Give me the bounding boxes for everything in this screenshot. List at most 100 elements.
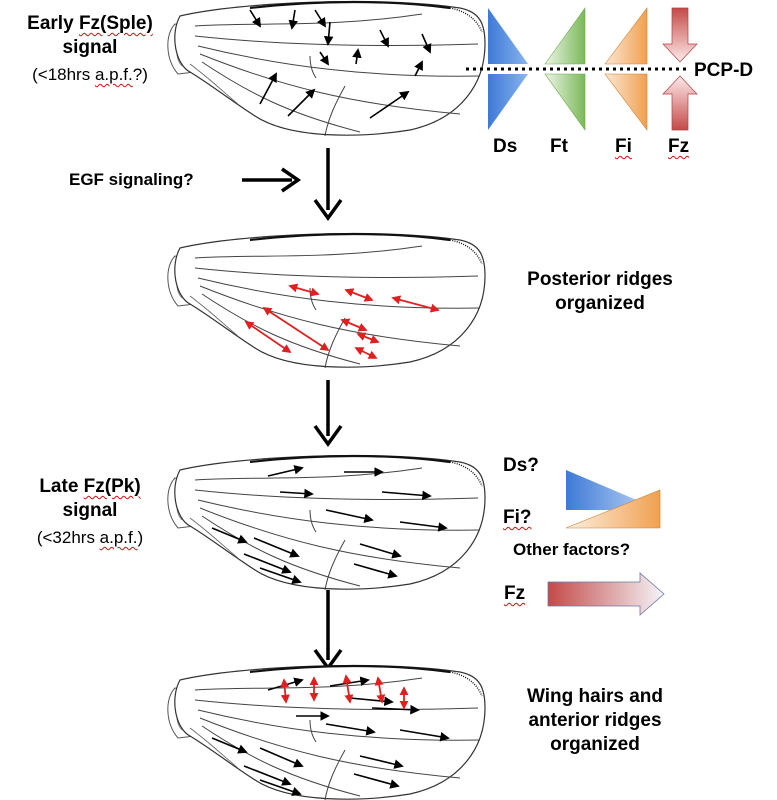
posterior-ridges-line1: Posterior ridges: [527, 269, 673, 290]
wing-hairs-label: Wing hairs and anterior ridges organized: [480, 685, 710, 757]
other-factors-label: Other factors?: [513, 540, 631, 559]
hair-arrow-icon: [288, 9, 298, 30]
wing-stage4: [166, 664, 487, 800]
fz-gradient-label: Fz: [668, 136, 690, 157]
wing-stage3: [166, 454, 487, 592]
flow-arrow-1-head-icon: [313, 198, 343, 221]
fz-gradient-arrows: [662, 7, 698, 131]
red-double-arrow-icon: [391, 295, 440, 313]
early-signal-word: signal: [62, 37, 118, 58]
hair-arrow-icon: [371, 704, 420, 715]
hair-arrow-icon: [259, 72, 277, 105]
wing-stage2: [166, 232, 487, 370]
hair-arrow-icon: [314, 9, 327, 28]
hair-arrow-icon: [211, 527, 248, 544]
wing-hairs-line3: organized: [550, 734, 640, 755]
red-double-arrow-icon: [288, 283, 320, 297]
early-signal-label: Early Fz(Sple) signal: [0, 12, 180, 60]
ds-gradient-label: Ds: [493, 136, 518, 157]
wing-outline-icon: [166, 232, 487, 370]
ft-gradient-label: Ft: [550, 136, 568, 157]
red-double-arrow-icon: [340, 318, 368, 332]
early-time-suffix: ?): [132, 65, 148, 84]
fi-question-text: Fi?: [503, 507, 532, 528]
late-gene-name: Fz(Pk): [83, 476, 141, 497]
hair-arrow-icon: [381, 490, 432, 501]
fi-triangle-top-icon: [604, 7, 648, 65]
red-double-arrow-icon: [280, 678, 290, 704]
fz-late-arrow-icon: [547, 572, 665, 616]
hair-arrow-icon: [325, 723, 376, 736]
ft-gradient-triangles: [544, 7, 586, 131]
red-double-arrow-icon: [344, 288, 374, 302]
hair-arrow-icon: [325, 509, 374, 524]
hair-arrow-icon: [359, 543, 402, 559]
wing-outline-icon: [166, 664, 487, 800]
hair-arrow-icon: [353, 773, 400, 789]
hair-arrow-icon: [353, 563, 398, 579]
hair-arrow-icon: [319, 51, 330, 66]
late-time-prefix: (<32hrs: [36, 528, 100, 547]
hair-arrows-stage3: [211, 465, 448, 584]
hair-arrow-icon: [414, 60, 423, 77]
late-signal-label: Late Fz(Pk) signal: [0, 475, 180, 523]
hair-arrow-icon: [379, 29, 389, 48]
red-double-arrow-icon: [342, 674, 354, 704]
ds-gradient-triangles: [488, 8, 528, 130]
ds-question-label: Ds?: [503, 455, 539, 476]
hair-arrow-icon: [211, 737, 248, 754]
red-double-arrow-icon: [356, 332, 380, 344]
fi-question-label: Fi?: [503, 507, 532, 529]
wing-outline-icon: [166, 0, 487, 138]
hair-arrow-icon: [399, 521, 448, 532]
hair-arrow-icon: [287, 88, 316, 117]
hair-arrow-icon: [249, 9, 262, 28]
hair-arrow-icon: [253, 537, 300, 558]
egf-signaling-label: EGF signaling?: [69, 170, 194, 189]
fi-gradient-label: Fi: [615, 136, 632, 157]
hair-arrows-stage1: [249, 9, 432, 119]
hair-arrow-icon: [259, 747, 304, 768]
ft-triangle-bottom-icon: [544, 73, 586, 131]
pcp-d-label: PCP-D: [694, 60, 754, 81]
fz-down-arrow-icon: [662, 7, 698, 63]
early-gene-name: Fz(Sple): [78, 13, 153, 34]
early-title-prefix: Early: [27, 13, 79, 34]
flow-arrow-2-head-icon: [313, 424, 343, 447]
red-double-arrow-icon: [262, 307, 330, 351]
late-title-prefix: Late: [39, 476, 84, 497]
wing-outline-icon: [166, 454, 487, 592]
egf-arrow-head-icon: [281, 167, 302, 193]
hair-arrow-icon: [359, 755, 404, 769]
ft-triangle-top-icon: [544, 7, 586, 65]
hair-arrow-icon: [421, 33, 432, 54]
hair-arrow-icon: [352, 48, 362, 65]
late-time-suffix: ): [137, 528, 144, 547]
ridge-arrows-stage4: [280, 674, 409, 710]
hair-arrow-icon: [323, 21, 334, 46]
wing-hairs-line2: anterior ridges: [528, 710, 662, 731]
late-time-unit: a.p.f.: [99, 528, 138, 547]
ridge-arrows-stage2: [244, 283, 440, 359]
early-time-prefix: (<18hrs: [32, 65, 95, 84]
fi-triangle-bottom-icon: [604, 73, 648, 131]
late-time-label: (<32hrs a.p.f.): [0, 527, 180, 549]
hair-arrow-icon: [243, 765, 292, 786]
posterior-ridges-label: Posterior ridges organized: [495, 268, 705, 316]
ds-triangle-bottom-icon: [488, 74, 528, 130]
early-time-unit: a.p.f.: [94, 65, 133, 84]
fz-late-label: Fz: [504, 583, 526, 604]
ds-triangle-top-icon: [488, 8, 528, 64]
hair-arrow-icon: [369, 90, 410, 119]
red-double-arrow-icon: [374, 676, 386, 704]
hair-arrow-icon: [399, 729, 450, 742]
hair-arrow-icon: [279, 488, 314, 499]
late-signal-word: signal: [62, 500, 118, 521]
hair-arrow-icon: [243, 553, 292, 574]
hair-arrow-icon: [259, 779, 302, 796]
early-time-label: (<18hrs a.p.f.?): [0, 64, 180, 86]
fi-late-triangle-icon: [565, 489, 661, 529]
hair-arrow-icon: [259, 567, 302, 584]
posterior-ridges-line2: organized: [555, 293, 645, 314]
